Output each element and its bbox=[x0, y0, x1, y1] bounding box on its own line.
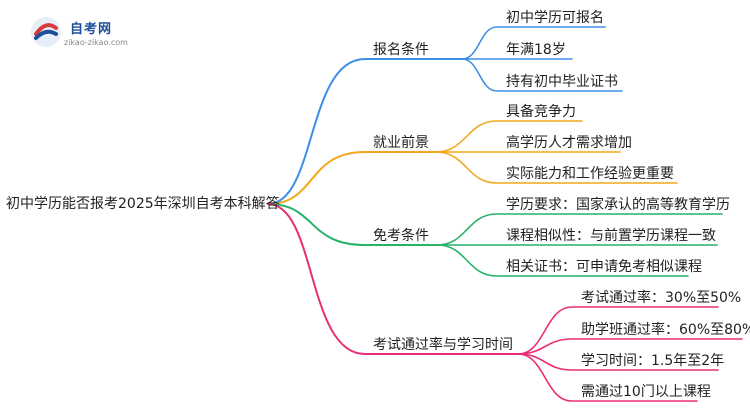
leaf-connector bbox=[517, 353, 719, 371]
leaf-connector bbox=[436, 213, 723, 246]
branch-connector bbox=[267, 203, 438, 246]
leaf-connector bbox=[435, 120, 583, 153]
leaf-connector bbox=[461, 58, 623, 92]
branch-exemption: 免考条件 bbox=[373, 228, 429, 244]
leaf-connector bbox=[435, 151, 678, 184]
logo-url: zikao-zikao.com bbox=[64, 38, 128, 47]
leaf-exemption-2: 课程相似性：与前置学历课程一致 bbox=[506, 228, 716, 244]
leaf-connector bbox=[436, 244, 689, 277]
leaf-pass-rate-3: 学习时间：1.5年至2年 bbox=[581, 353, 725, 369]
branch-connector bbox=[267, 151, 437, 205]
branch-pass-rate: 考试通过率与学习时间 bbox=[373, 337, 513, 353]
leaf-registration-1: 初中学历可报名 bbox=[506, 10, 604, 26]
leaf-registration-2: 年满18岁 bbox=[506, 42, 566, 58]
branch-connector bbox=[267, 203, 519, 355]
root-topic: 初中学历能否报考2025年深圳自考本科解答 bbox=[6, 196, 280, 212]
leaf-employment-2: 高学历人才需求增加 bbox=[506, 135, 632, 151]
branch-employment: 就业前景 bbox=[373, 135, 429, 151]
leaf-exemption-1: 学历要求：国家承认的高等教育学历 bbox=[506, 197, 730, 213]
leaf-pass-rate-1: 考试通过率：30%至50% bbox=[581, 290, 742, 306]
logo-title: 自考网 bbox=[70, 22, 113, 37]
leaf-connector bbox=[517, 338, 743, 355]
leaf-connector bbox=[517, 353, 698, 402]
logo-icon bbox=[31, 17, 61, 47]
leaf-pass-rate-2: 助学班通过率：60%至80% bbox=[581, 322, 750, 338]
leaf-pass-rate-4: 需通过10门以上课程 bbox=[581, 384, 711, 400]
leaf-exemption-3: 相关证书：可申请免考相似课程 bbox=[506, 259, 702, 275]
leaf-employment-3: 实际能力和工作经验更重要 bbox=[506, 166, 674, 182]
leaf-connector bbox=[517, 306, 719, 355]
logo: 自考网 zikao-zikao.com bbox=[28, 10, 138, 54]
leaf-registration-3: 持有初中毕业证书 bbox=[506, 74, 618, 90]
branch-connector bbox=[267, 58, 463, 205]
leaf-employment-1: 具备竞争力 bbox=[506, 104, 576, 120]
leaf-connector bbox=[461, 26, 606, 60]
branch-registration: 报名条件 bbox=[373, 42, 429, 58]
